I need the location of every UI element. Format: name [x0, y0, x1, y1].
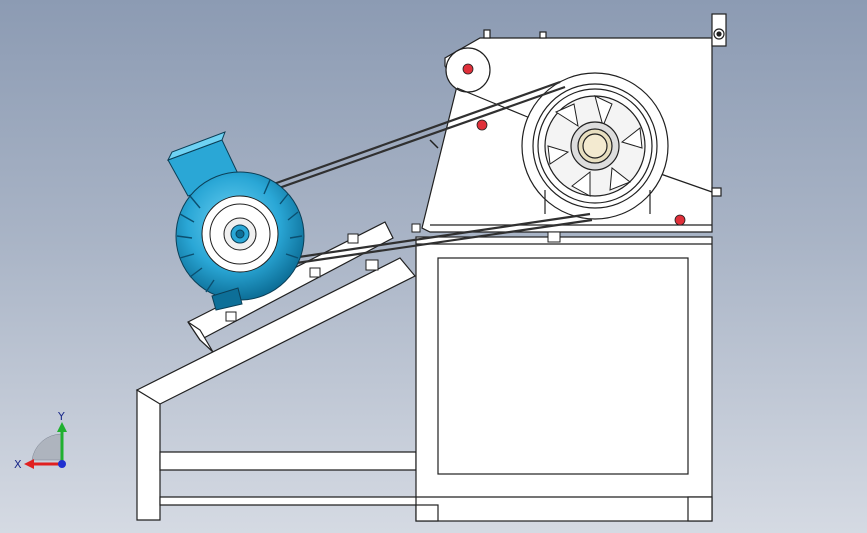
- cabinet-frame: [415, 236, 713, 522]
- reference-markers: [462, 63, 686, 226]
- y-axis-label: Y: [57, 412, 65, 423]
- plate-bolts: [225, 223, 561, 322]
- x-axis-label: X: [14, 458, 22, 471]
- drive-belts: [239, 80, 593, 270]
- housing-pin: [429, 139, 439, 149]
- electric-motor[interactable]: [166, 131, 305, 311]
- y-axis-arrowhead: [57, 422, 67, 432]
- flywheel-pulley[interactable]: [521, 72, 669, 220]
- triad-plane-indicator: [31, 433, 63, 461]
- coordinate-triad[interactable]: X Y: [14, 412, 74, 482]
- z-axis-dot: [58, 460, 66, 468]
- x-axis-arrowhead: [24, 459, 34, 469]
